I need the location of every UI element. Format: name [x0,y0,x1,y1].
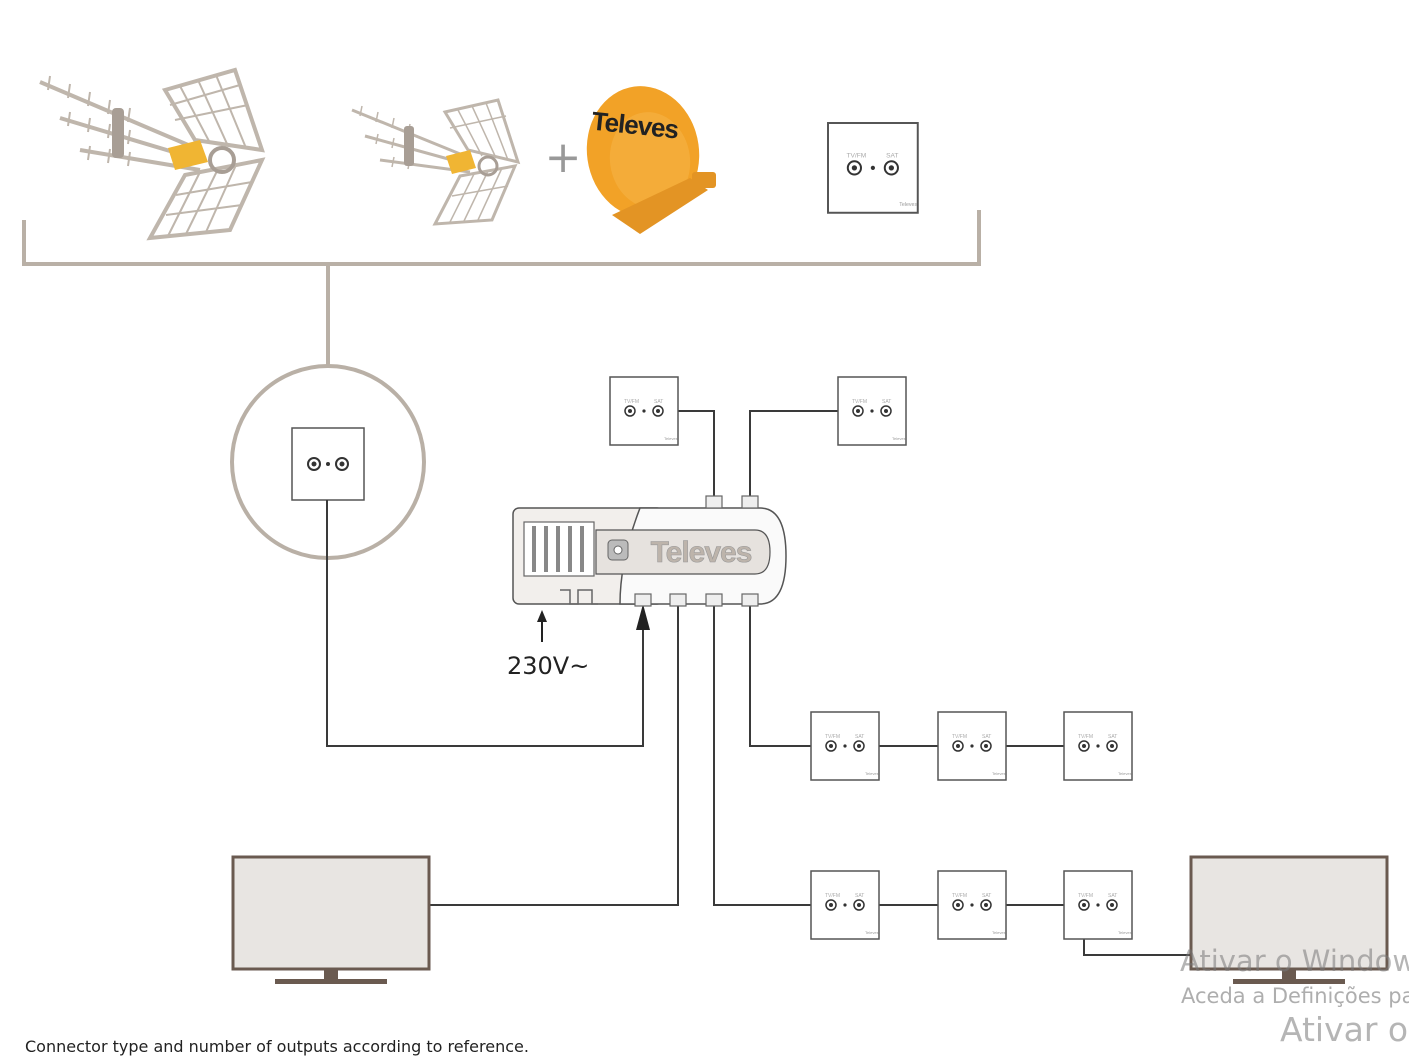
amplifier-brand-text: Televes [651,536,752,569]
tv-left-icon [231,855,431,984]
antenna-small-icon [351,98,521,226]
power-arrow-icon [537,610,547,622]
power-voltage-label: 230V~ [507,652,590,680]
cable-lines [326,410,1190,956]
wall-outlet-option-icon [827,122,919,214]
wall-outlet-icon [810,870,880,940]
activation-watermark-subtitle: Aceda a Definições para [1181,984,1409,1008]
input-wall-outlet-icon [291,427,365,501]
wall-outlet-icon [1063,870,1133,940]
input-arrow-icon [636,604,650,630]
wall-outlet-icon [609,376,679,446]
top-bracket-line [22,210,981,266]
activation-watermark-title: Ativar o Windows [1180,944,1409,978]
activation-watermark-repeat: Ativar o [1280,1010,1409,1049]
antenna-large-icon [39,67,266,241]
plus-sign: + [545,132,582,183]
wall-outlet-icon [937,711,1007,781]
tv-right-icon [1189,855,1389,984]
amplifier-unit: Televes [512,495,787,607]
satellite-dish-icon: Televes [586,86,716,234]
wall-outlet-icon [1063,711,1133,781]
wall-outlet-icon [810,711,880,781]
wall-outlet-icon [837,376,907,446]
wall-outlet-icon [937,870,1007,940]
footnote-text: Connector type and number of outputs acc… [25,1037,529,1056]
